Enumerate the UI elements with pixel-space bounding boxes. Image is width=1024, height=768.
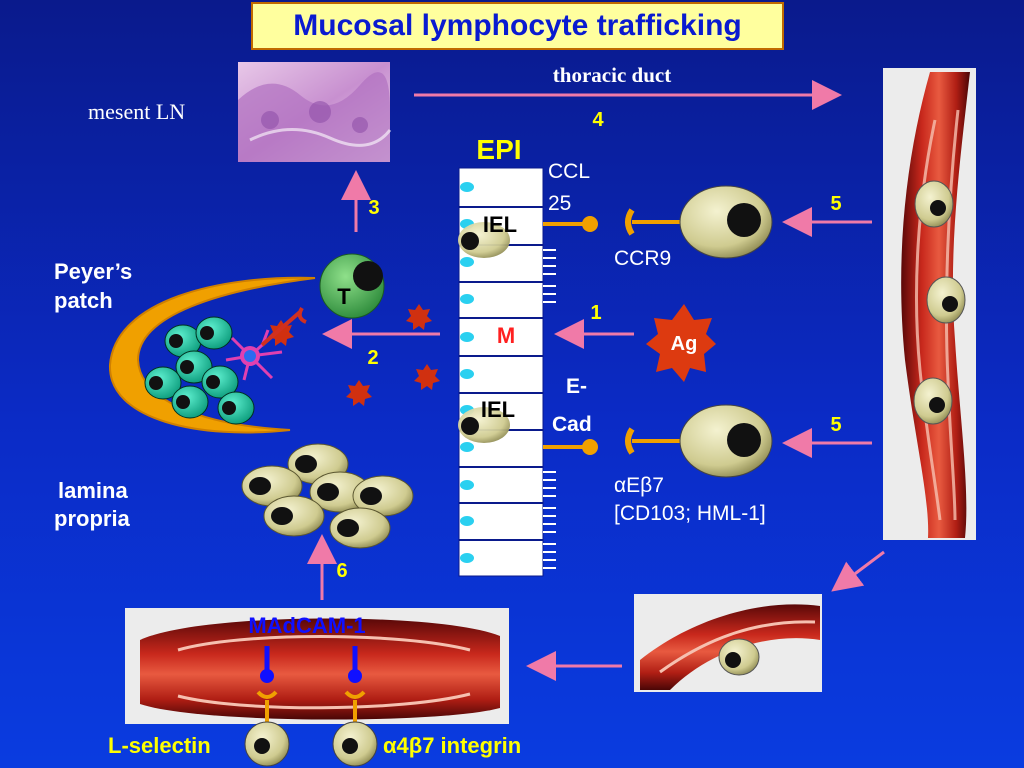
l-selectin-lymphocyte: [244, 690, 290, 767]
aeb7-lymphocyte: [625, 404, 773, 478]
blood-vessel-bottom: [125, 608, 509, 724]
iel-cell-top: [458, 222, 510, 258]
iel-bottom-label: IEL: [481, 397, 515, 422]
ccr9-lymphocyte: [625, 185, 773, 259]
peyers-patch: [108, 276, 316, 434]
step-6-label: 6: [336, 560, 347, 582]
a4b7-label: α4β7 integrin: [383, 733, 521, 758]
lamina-label-line1: lamina: [58, 478, 128, 503]
a4b7-lymphocyte: [332, 690, 378, 767]
ecad-label-line2: Cad: [552, 413, 592, 436]
step-1-label: 1: [590, 302, 601, 324]
ccr9-label: CCR9: [614, 247, 671, 270]
step-4-label: 4: [592, 109, 604, 131]
madcam-label: MAdCAM-1: [248, 613, 365, 638]
mesenteric-ln-image: [238, 62, 392, 162]
cd103-label: [CD103; HML-1]: [614, 502, 766, 525]
step-5a-label: 5: [830, 193, 841, 215]
iel-cell-bottom: [458, 407, 510, 443]
mesent-ln-label: mesent LN: [88, 99, 185, 124]
step-3-label: 3: [368, 197, 379, 219]
blood-vessel-small: [634, 594, 822, 692]
blood-vessel-vertical: [883, 68, 976, 540]
peyers-label-line1: Peyer’s: [54, 259, 132, 284]
t-cell-label: T: [337, 284, 351, 309]
ecad-ligand: [582, 439, 598, 455]
ccl25-ligand: [582, 216, 598, 232]
iel-top-label: IEL: [483, 212, 517, 237]
step-5b-label: 5: [830, 414, 841, 436]
step-2-label: 2: [367, 347, 378, 369]
madcam-receptors: [260, 646, 362, 683]
page-title: Mucosal lymphocyte trafficking: [293, 9, 742, 42]
ecad-label-line1: E-: [566, 375, 587, 398]
aeb7-label: αEβ7: [614, 474, 664, 497]
lamina-label-line2: propria: [54, 506, 131, 531]
epi-label: EPI: [476, 134, 521, 165]
thoracic-duct-label: thoracic duct: [553, 63, 671, 87]
ccl25-label-line1: CCL: [548, 160, 590, 183]
l-selectin-label: L-selectin: [108, 733, 211, 758]
m-cell-label: M: [497, 323, 515, 348]
antigen-particles: [268, 304, 440, 406]
antigen-star: [646, 304, 716, 382]
ccl25-label-line2: 25: [548, 192, 571, 215]
title-box: Mucosal lymphocyte trafficking: [251, 2, 784, 50]
ag-label: Ag: [671, 333, 698, 355]
lamina-propria-nuclei: [249, 455, 382, 537]
vessel-transfer-arrow: [831, 550, 885, 592]
lamina-propria-cells: [241, 443, 414, 549]
t-cell: [297, 253, 385, 324]
peyers-label-line2: patch: [54, 288, 113, 313]
